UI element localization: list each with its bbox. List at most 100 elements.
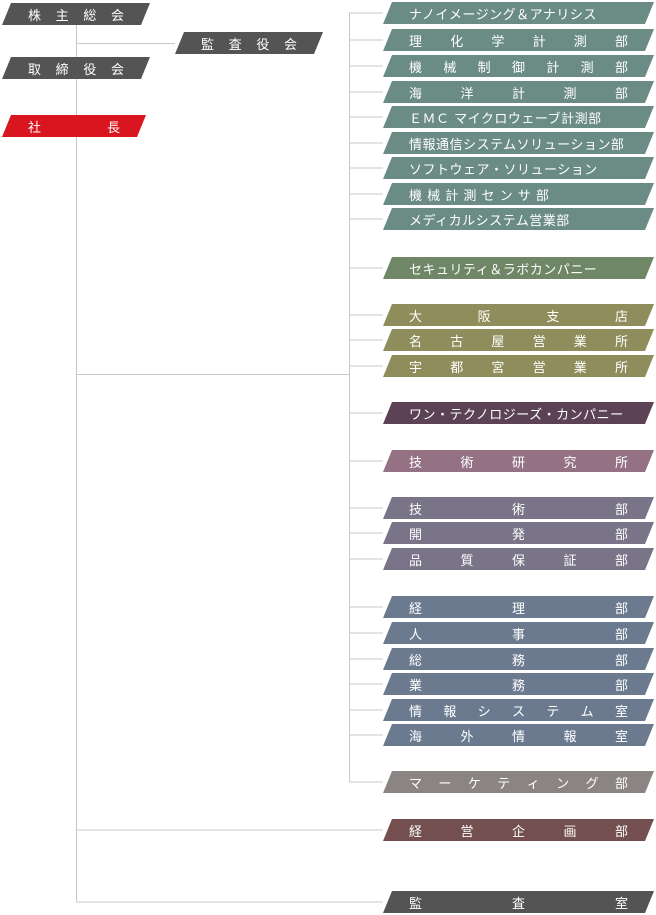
division-software: ソフトウェア・ソリューション xyxy=(383,157,654,179)
unit-corporate-planning-char: 画 xyxy=(563,824,577,840)
board-of-directors-box-char: 取 xyxy=(28,62,42,78)
division-marine-char: 洋 xyxy=(460,86,474,102)
division-information-systems-char: シ xyxy=(477,704,491,720)
division-physics-chemistry-char: 計 xyxy=(532,34,546,50)
division-sensors-label: 機 械 計 測 セ ン サ 部 xyxy=(409,188,550,204)
division-quality-char: 保 xyxy=(511,553,525,569)
unit-audit-office-char: 査 xyxy=(511,896,525,912)
division-emc-label: ＥＭＣ マイクロウェーブ計測部 xyxy=(409,111,602,127)
division-development-char: 発 xyxy=(511,527,525,543)
division-accounting: 経理部 xyxy=(383,596,654,618)
division-engineering: 技術部 xyxy=(383,497,654,519)
board-of-directors-box-char: 会 xyxy=(110,62,124,78)
division-osaka-char: 阪 xyxy=(477,309,491,325)
division-machine-control-char: 計 xyxy=(546,60,560,76)
division-machine-control-char: 機 xyxy=(409,60,423,76)
division-research-char: 研 xyxy=(511,455,525,471)
division-information-systems-char: 情 xyxy=(409,704,423,720)
division-quality-char: 証 xyxy=(563,553,577,569)
president-box-char: 長 xyxy=(106,120,120,136)
board-of-directors-box: 取締役会 xyxy=(2,57,150,79)
division-machine-control-char: 測 xyxy=(580,60,594,76)
division-physics-chemistry-char: 学 xyxy=(491,34,505,50)
board-of-directors-box-char: 締 xyxy=(55,62,69,78)
division-marketing-char: ィ xyxy=(526,776,540,792)
division-accounting-char: 部 xyxy=(614,601,628,617)
division-information-systems: 情報システム室 xyxy=(383,699,654,721)
president-box: 社長 xyxy=(2,115,146,137)
unit-audit-office: 監査室 xyxy=(383,891,654,913)
division-development: 開発部 xyxy=(383,522,654,544)
division-nagoya-char: 営 xyxy=(532,334,546,350)
division-utsunomiya-char: 業 xyxy=(573,360,587,376)
division-security-label: セキュリティ＆ラボカンパニー xyxy=(409,262,598,278)
division-marketing-char: マ xyxy=(409,776,423,792)
division-osaka: 大阪支店 xyxy=(383,304,654,326)
division-accounting-char: 経 xyxy=(409,601,423,617)
division-utsunomiya-char: 都 xyxy=(450,360,464,376)
audit-board-box: 監査役会 xyxy=(175,32,323,54)
audit-board-box-char: 役 xyxy=(256,37,270,53)
unit-audit-office-char: 監 xyxy=(409,896,423,912)
shareholders-meeting-box-char: 会 xyxy=(110,8,124,24)
division-information-systems-char: ス xyxy=(511,704,525,720)
division-nano-imaging: ナノイメージング＆アナリシス xyxy=(383,2,654,24)
division-research-char: 究 xyxy=(563,455,577,471)
division-physics-chemistry-char: 部 xyxy=(614,34,628,50)
division-information-systems-char: 室 xyxy=(614,704,628,720)
division-quality-char: 部 xyxy=(614,553,628,569)
division-software-label: ソフトウェア・ソリューション xyxy=(409,162,598,178)
division-nagoya-char: 業 xyxy=(573,334,587,350)
division-marine-char: 測 xyxy=(563,86,577,102)
shareholders-meeting-box-char: 総 xyxy=(83,8,97,24)
division-utsunomiya-char: 宮 xyxy=(491,360,505,376)
division-overseas-info-char: 情 xyxy=(511,729,525,745)
division-information-systems-char: テ xyxy=(546,704,560,720)
division-hr: 人事部 xyxy=(383,622,654,644)
division-security: セキュリティ＆ラボカンパニー xyxy=(383,257,654,279)
division-machine-control-char: 御 xyxy=(511,60,525,76)
division-sensors: 機 械 計 測 セ ン サ 部 xyxy=(383,183,654,205)
division-overseas-info: 海外情報室 xyxy=(383,724,654,746)
division-osaka-char: 支 xyxy=(546,309,560,325)
division-quality-char: 品 xyxy=(409,553,423,569)
division-quality-char: 質 xyxy=(460,553,474,569)
shareholders-meeting-box-char: 主 xyxy=(55,8,69,24)
unit-corporate-planning-char: 経 xyxy=(409,824,423,840)
division-engineering-char: 技 xyxy=(409,502,423,518)
division-physics-chemistry: 理化学計測部 xyxy=(383,29,654,51)
division-marketing-char: ン xyxy=(556,776,570,792)
division-overseas-info-char: 外 xyxy=(460,729,474,745)
division-nagoya-char: 名 xyxy=(409,334,423,350)
division-business-affairs-char: 業 xyxy=(409,678,423,694)
unit-corporate-planning-char: 企 xyxy=(511,824,525,840)
division-research-char: 技 xyxy=(409,455,423,471)
division-nagoya-char: 古 xyxy=(450,334,464,350)
division-research: 技術研究所 xyxy=(383,450,654,472)
division-general-affairs-char: 総 xyxy=(409,653,423,669)
division-research-char: 所 xyxy=(614,455,628,471)
division-general-affairs-char: 務 xyxy=(511,653,525,669)
division-general-affairs-char: 部 xyxy=(614,653,628,669)
division-machine-control-char: 部 xyxy=(614,60,628,76)
board-of-directors-box-char: 役 xyxy=(83,62,97,78)
division-nagoya-char: 屋 xyxy=(491,334,505,350)
audit-board-box-char: 査 xyxy=(228,37,242,53)
unit-audit-office-char: 室 xyxy=(614,896,628,912)
division-physics-chemistry-char: 測 xyxy=(573,34,587,50)
division-marine-char: 海 xyxy=(409,86,423,102)
division-nagoya-char: 所 xyxy=(614,334,628,350)
division-osaka-char: 店 xyxy=(614,309,628,325)
division-overseas-info-char: 海 xyxy=(409,729,423,745)
division-physics-chemistry-char: 理 xyxy=(409,34,423,50)
unit-corporate-planning-char: 営 xyxy=(460,824,474,840)
division-machine-control: 機械制御計測部 xyxy=(383,55,654,77)
division-ict-solutions-label: 情報通信システムソリューション部 xyxy=(409,137,625,153)
division-marketing-char: ケ xyxy=(467,776,481,792)
division-business-affairs-char: 務 xyxy=(511,678,525,694)
division-utsunomiya-char: 宇 xyxy=(409,360,423,376)
division-utsunomiya-char: 所 xyxy=(614,360,628,376)
division-quality: 品質保証部 xyxy=(383,548,654,570)
division-utsunomiya: 宇都宮営業所 xyxy=(383,355,654,377)
division-general-affairs: 総務部 xyxy=(383,648,654,670)
